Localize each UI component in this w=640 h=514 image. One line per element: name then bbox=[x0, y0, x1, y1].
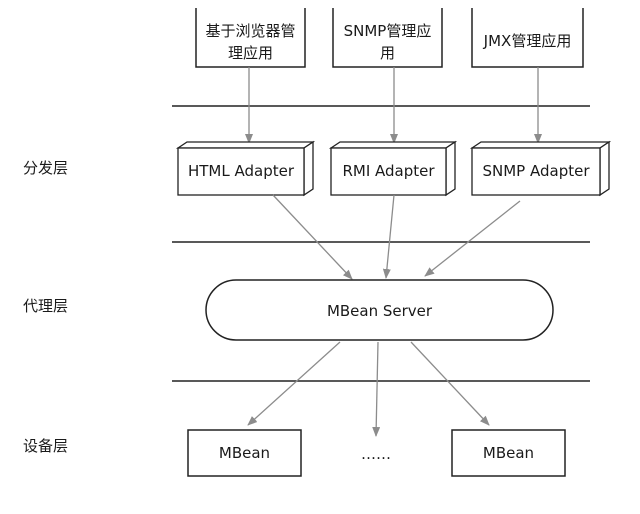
adapter-label: RMI Adapter bbox=[342, 162, 435, 180]
client-jmx: JMX管理应用 bbox=[471, 8, 584, 68]
arrow-adapter-to-server bbox=[382, 194, 395, 279]
client-label-line-2: 理应用 bbox=[228, 44, 273, 62]
mbean-ellipsis: …… bbox=[361, 445, 391, 463]
mbean-box bbox=[187, 429, 302, 477]
adapter-snmp: SNMP Adapter bbox=[469, 140, 612, 197]
adapter-side-face bbox=[303, 140, 314, 197]
adapter-top-face bbox=[328, 141, 458, 149]
arrow-server-to-ellipsis bbox=[372, 341, 381, 437]
mbean-box bbox=[451, 429, 566, 477]
client-label-line-1: SNMP管理应 bbox=[344, 22, 432, 40]
adapter-front-face bbox=[177, 147, 305, 196]
client-label-line-2: 用 bbox=[380, 44, 395, 62]
mbean-label: MBean bbox=[483, 444, 534, 462]
arrow-server-to-mbean bbox=[247, 341, 341, 426]
adapter-side-face bbox=[599, 140, 610, 197]
client-bracket bbox=[471, 8, 584, 68]
adapter-top-face bbox=[469, 141, 612, 149]
adapter-label: HTML Adapter bbox=[188, 162, 295, 180]
adapter-label: SNMP Adapter bbox=[482, 162, 590, 180]
mbean-server-shape bbox=[205, 279, 554, 341]
adapter-front-face bbox=[330, 147, 447, 196]
layer-label-dispatch: 分发层 bbox=[23, 159, 68, 177]
arrow-adapter-to-server bbox=[424, 200, 521, 277]
mbean-right: MBean bbox=[451, 429, 566, 477]
client-snmp: SNMP管理应 用 bbox=[332, 8, 443, 68]
client-bracket bbox=[332, 8, 443, 68]
client-label-line-1: JMX管理应用 bbox=[483, 32, 572, 50]
client-browser: 基于浏览器管 理应用 bbox=[195, 8, 306, 68]
client-bracket bbox=[195, 8, 306, 68]
mbean-server: MBean Server bbox=[205, 279, 554, 341]
arrow-adapter-to-server bbox=[272, 194, 353, 280]
mbean-label: MBean bbox=[219, 444, 270, 462]
adapter-html: HTML Adapter bbox=[175, 140, 316, 197]
arrow-server-to-mbean bbox=[410, 341, 490, 426]
client-label-line-1: 基于浏览器管 bbox=[205, 22, 295, 40]
adapter-rmi: RMI Adapter bbox=[328, 140, 458, 197]
adapter-top-face bbox=[175, 141, 316, 149]
mbean-server-label: MBean Server bbox=[327, 302, 433, 320]
adapter-front-face bbox=[471, 147, 601, 196]
adapter-side-face bbox=[445, 140, 456, 197]
mbean-left: MBean bbox=[187, 429, 302, 477]
layer-label-device: 设备层 bbox=[23, 437, 68, 455]
layer-label-agent: 代理层 bbox=[23, 297, 68, 315]
